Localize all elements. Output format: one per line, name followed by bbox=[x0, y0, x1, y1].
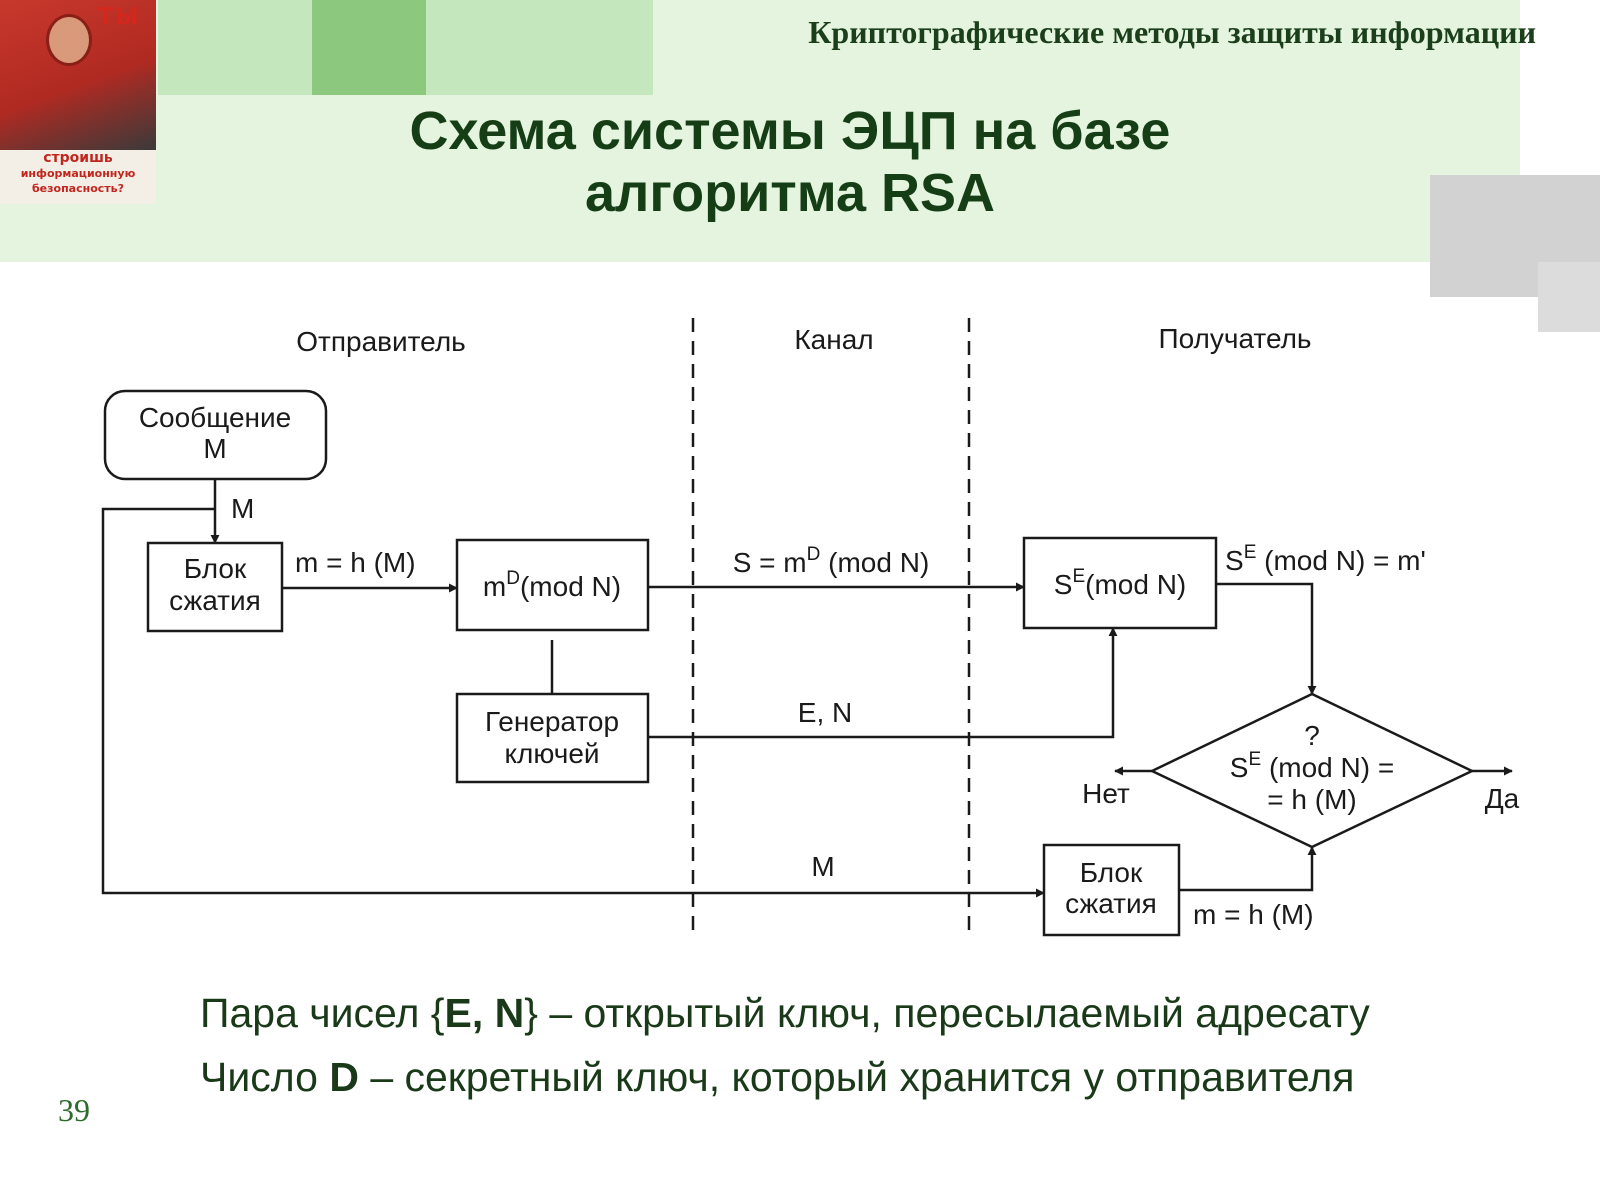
verify-box-formula: SE(mod N) bbox=[1054, 566, 1187, 600]
note-secret-key-post: – секретный ключ, который хранится у отп… bbox=[358, 1054, 1355, 1100]
hash-block-sender-line1: Блок bbox=[184, 553, 247, 584]
header-title: Криптографические методы защиты информац… bbox=[808, 14, 1536, 50]
poster-caption-line3: безопасность? bbox=[31, 182, 125, 195]
flow-verify-to-decision bbox=[1216, 582, 1317, 695]
decision-line1: SE (mod N) = bbox=[1230, 749, 1394, 783]
hash-block-receiver-line2: сжатия bbox=[1065, 888, 1157, 919]
note-public-key: Пара чисел {E, N} – открытый ключ, перес… bbox=[200, 990, 1370, 1037]
decision-line1-rest: (mod N) = bbox=[1261, 752, 1394, 783]
channel-signature-label: S = mD (mod N) bbox=[733, 544, 930, 578]
slide-title-line1: Схема системы ЭЦП на базе bbox=[409, 101, 1171, 161]
sign-box-exp: D bbox=[506, 568, 520, 589]
key-generator-line2: ключей bbox=[504, 738, 599, 769]
column-channel-label: Канал bbox=[794, 324, 873, 355]
message-box-line1: Сообщение bbox=[139, 402, 291, 433]
note-public-key-post: } – открытый ключ, пересылаемый адресату bbox=[524, 990, 1370, 1036]
poster-caption-line1: строишь bbox=[43, 150, 113, 166]
decision-yes-label: Да bbox=[1485, 783, 1520, 814]
channel-signature-prefix: S = m bbox=[733, 547, 807, 578]
note-secret-key-bold: D bbox=[329, 1054, 359, 1100]
poster-caption: строишь информационную безопасность? bbox=[0, 150, 156, 196]
label-hash-receiver: m = h (M) bbox=[1193, 899, 1314, 930]
label-hash-sender: m = h (M) bbox=[295, 547, 416, 578]
hash-block-sender-line2: сжатия bbox=[169, 585, 261, 616]
column-receiver-label: Получатель bbox=[1158, 323, 1311, 354]
note-secret-key: Число D – секретный ключ, который хранит… bbox=[200, 1054, 1354, 1101]
slide-title: Схема системы ЭЦП на базе алгоритма RSA bbox=[300, 100, 1280, 224]
hash-block-receiver-line1: Блок bbox=[1080, 857, 1143, 888]
decision-no-label: Нет bbox=[1082, 778, 1130, 809]
key-generator-line1: Генератор bbox=[485, 706, 619, 737]
verify-box-base: S bbox=[1054, 569, 1073, 600]
channel-message-label: M bbox=[811, 851, 834, 882]
title-band-dark-accent bbox=[312, 0, 426, 95]
channel-signature-rest: (mod N) bbox=[820, 547, 929, 578]
sign-box-base: m bbox=[483, 571, 506, 602]
poster-image: ТЫ строишь информационную безопасность? bbox=[0, 0, 156, 204]
verify-result-exp: E bbox=[1244, 542, 1257, 563]
note-secret-key-pre: Число bbox=[200, 1054, 330, 1100]
poster-word: ТЫ bbox=[98, 4, 140, 30]
column-sender-label: Отправитель bbox=[296, 326, 466, 357]
channel-key-label: E, N bbox=[798, 697, 852, 728]
verify-result-label: SE (mod N) = m' bbox=[1225, 542, 1426, 576]
poster-head bbox=[46, 14, 92, 66]
page-number: 39 bbox=[58, 1092, 90, 1128]
poster-caption-line2: информационную bbox=[20, 167, 136, 180]
verify-box-rest: (mod N) bbox=[1085, 569, 1186, 600]
sign-box-formula: mD(mod N) bbox=[483, 568, 621, 602]
decision-line2: = h (M) bbox=[1267, 784, 1356, 815]
decision-line1-exp: E bbox=[1248, 749, 1261, 770]
note-public-key-pre: Пара чисел { bbox=[200, 990, 445, 1036]
verify-box-exp: E bbox=[1072, 566, 1085, 587]
decision-question: ? bbox=[1304, 720, 1320, 751]
decor-gray-block-small bbox=[1538, 262, 1600, 332]
flow-key-to-verify bbox=[648, 627, 1118, 739]
flow-message-bypass bbox=[101, 507, 1045, 898]
channel-signature-exp: D bbox=[807, 544, 821, 565]
label-message-top: M bbox=[231, 493, 254, 524]
sign-box-rest: (mod N) bbox=[520, 571, 621, 602]
verify-result-base: S bbox=[1225, 545, 1244, 576]
decision-line1-base: S bbox=[1230, 752, 1249, 783]
verify-result-rest: (mod N) = m' bbox=[1256, 545, 1425, 576]
flow-hash-to-decision bbox=[1179, 846, 1317, 892]
note-public-key-bold: E, N bbox=[444, 990, 525, 1036]
message-box-line2: M bbox=[203, 433, 226, 464]
slide-title-line2: алгоритма RSA bbox=[584, 163, 995, 223]
